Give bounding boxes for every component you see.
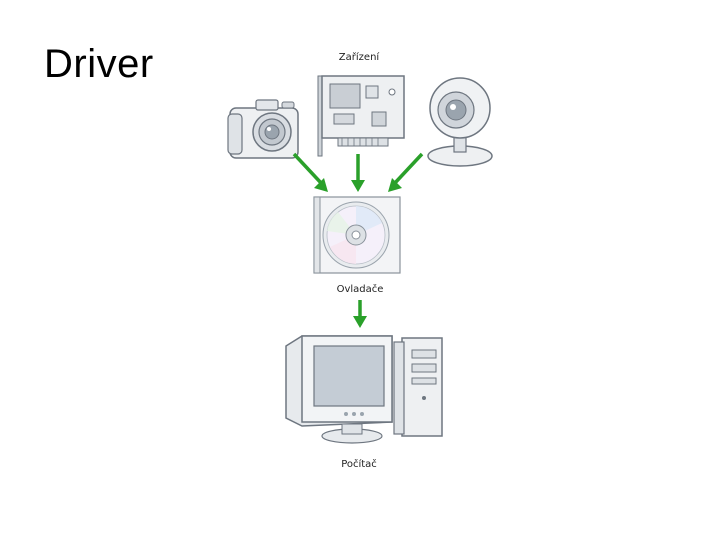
computer-icon bbox=[285, 335, 443, 444]
slide-title: Driver bbox=[44, 42, 154, 86]
driver-to-computer-arrow bbox=[353, 300, 367, 328]
device-to-driver-arrows bbox=[292, 152, 424, 192]
driver-cd-icon bbox=[313, 196, 401, 274]
expansion-card-icon bbox=[317, 75, 405, 157]
drivers-label: Ovladače bbox=[336, 284, 384, 295]
arrow-card-icon bbox=[351, 154, 365, 192]
webcam-icon bbox=[427, 77, 493, 167]
monitor-icon bbox=[285, 335, 393, 444]
devices-label: Zařízení bbox=[338, 52, 380, 63]
arrow-webcam-icon bbox=[388, 152, 424, 192]
arrow-camera-icon bbox=[292, 152, 328, 192]
tower-icon bbox=[393, 337, 443, 437]
camera-icon bbox=[227, 99, 299, 159]
computer-label: Počítač bbox=[341, 459, 377, 470]
